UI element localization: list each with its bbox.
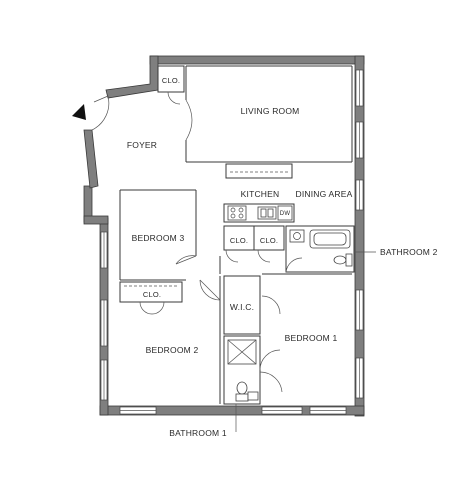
bedroom2-closet-label: CLO.: [143, 290, 161, 299]
windows: [100, 69, 364, 415]
foyer-closet-label: CLO.: [162, 76, 180, 85]
bedroom-3-label: BEDROOM 3: [132, 233, 185, 243]
foyer-label: FOYER: [127, 140, 157, 150]
bathroom-2-label: BATHROOM 2: [380, 247, 438, 257]
dining-area-label: DINING AREA: [296, 189, 353, 199]
fixtures: [227, 205, 353, 402]
living-room-label: LIVING ROOM: [241, 106, 300, 116]
kitchen-closet-b-label: CLO.: [260, 236, 278, 245]
kitchen-label: KITCHEN: [241, 189, 280, 199]
wic-label: W.I.C.: [230, 302, 254, 312]
dishwasher-label: DW: [280, 211, 291, 217]
bedroom-2-label: BEDROOM 2: [146, 345, 199, 355]
bedroom-1-label: BEDROOM 1: [285, 333, 338, 343]
kitchen-closet-a-label: CLO.: [230, 236, 248, 245]
doors: [72, 91, 303, 393]
bathroom-1-label: BATHROOM 1: [169, 428, 227, 438]
